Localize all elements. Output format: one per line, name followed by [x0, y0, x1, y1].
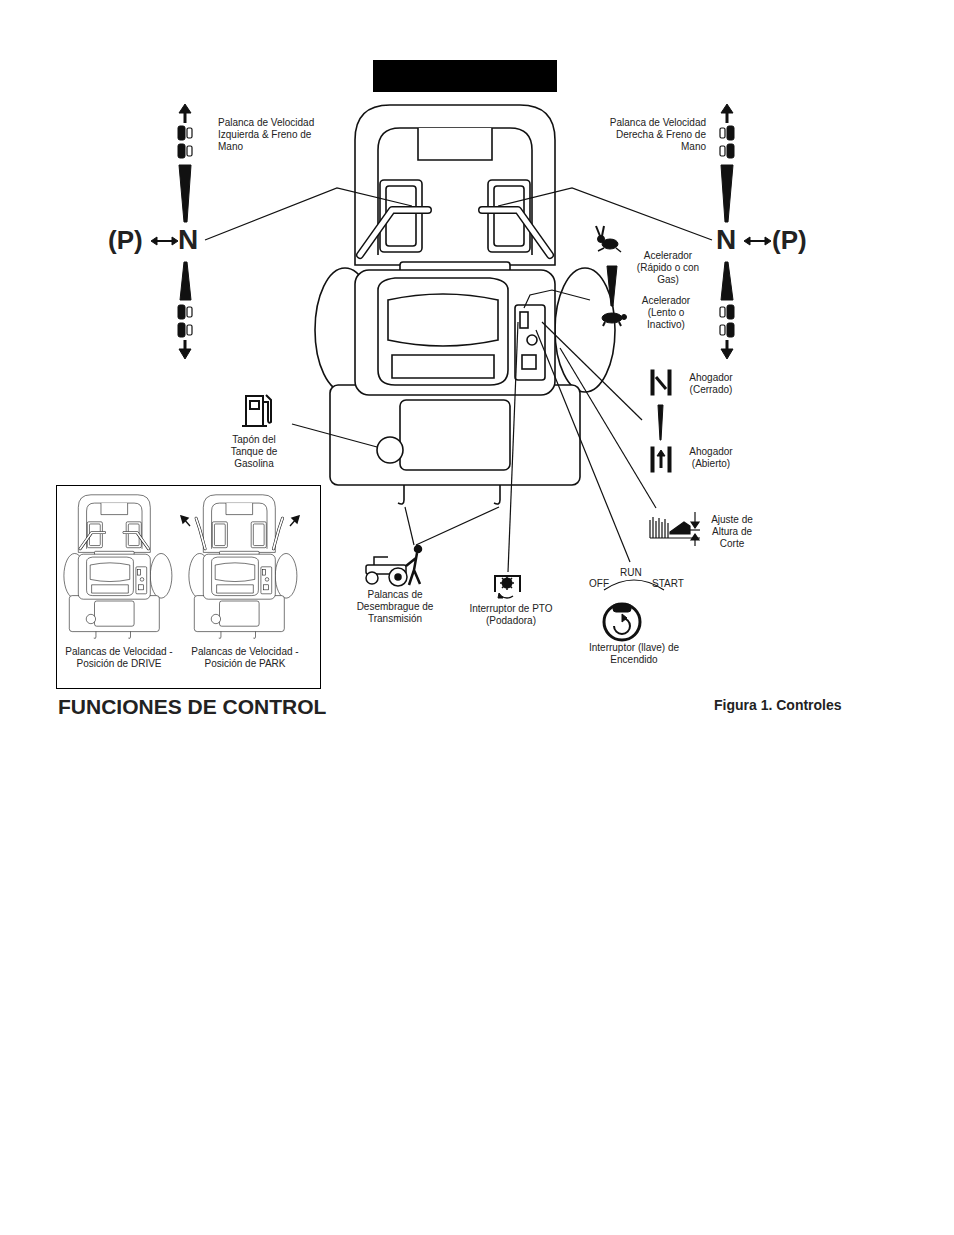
section-heading: FUNCIONES DE CONTROL [58, 695, 326, 719]
position-symbol: N [178, 224, 206, 256]
position-symbol: N [716, 224, 744, 256]
position-symbol: (P) [108, 225, 152, 255]
inset-caption: Palancas de Velocidad - Posición de DRIV… [59, 646, 179, 670]
inset-caption: Palancas de Velocidad - Posición de PARK [183, 646, 307, 670]
inset-panel: Palancas de Velocidad - Posición de DRIV… [56, 485, 321, 689]
figure-caption: Figura 1. Controles [714, 697, 842, 714]
control-label: Palanca de Velocidad Izquierda & Freno d… [218, 117, 326, 153]
control-label: Ahogador (Cerrado) [680, 372, 742, 396]
position-symbol: (P) [772, 225, 816, 255]
control-label: Acelerador (Lento o Inactivo) [632, 295, 700, 331]
control-label: START [652, 578, 686, 590]
control-label: Interruptor (llave) de Encendido [585, 642, 683, 666]
control-label: Acelerador (Rápido o con Gas) [634, 250, 702, 286]
control-label: Interruptor de PTO (Podadora) [466, 603, 556, 627]
control-label: Ahogador (Abierto) [680, 446, 742, 470]
control-label: Palanca de Velocidad Derecha & Freno de … [598, 117, 706, 153]
control-label: Ajuste de Altura de Corte [704, 514, 760, 550]
control-label: RUN [620, 567, 646, 579]
control-label: Tapón del Tanque de Gasolina [224, 434, 284, 470]
control-label: Palancas de Desembrague de Transmisión [350, 589, 440, 625]
control-label: OFF [589, 578, 613, 590]
